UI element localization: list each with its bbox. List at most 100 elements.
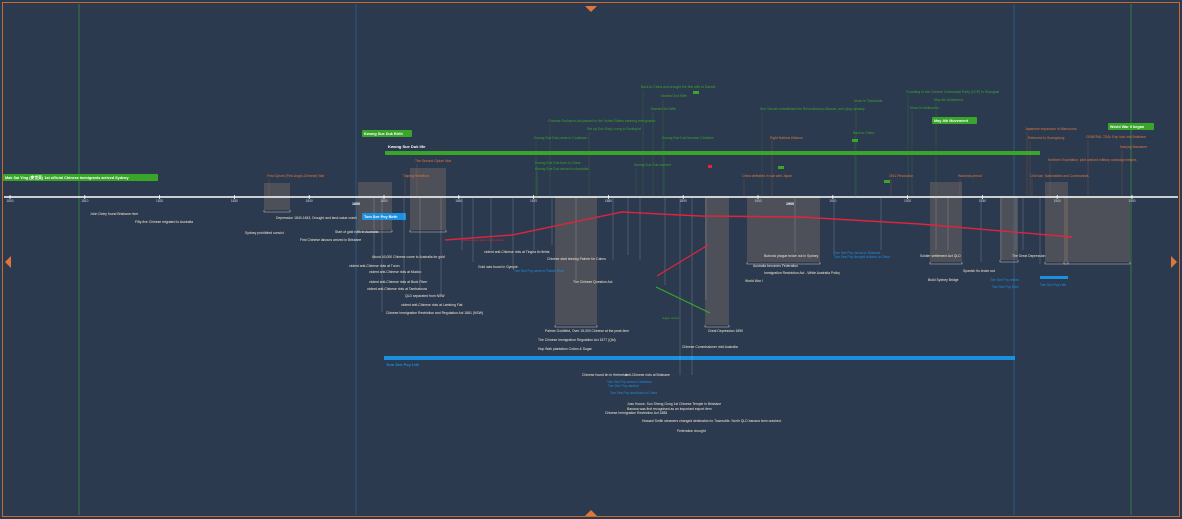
event-below-label[interactable]: Chinese Immigration Restriction and Regu… bbox=[386, 311, 483, 315]
event-tag[interactable] bbox=[1108, 123, 1154, 130]
event-marker[interactable] bbox=[693, 91, 699, 94]
event-above-label[interactable]: Back to China and brought the first wife… bbox=[641, 85, 716, 89]
event-above-label[interactable]: The Second Opium War bbox=[415, 159, 452, 163]
life-bar[interactable] bbox=[384, 356, 1015, 360]
event-above-label[interactable]: Chinese Exclusion Act passed in the Unit… bbox=[548, 119, 656, 123]
life-bar-label[interactable]: Kwong Sue Duk life bbox=[388, 144, 426, 149]
event-above-label[interactable]: GENERAL TSAI: Exp lock into Brisbane bbox=[1086, 135, 1146, 139]
event-above-label[interactable]: Kwong Sue Duk came to Cooktown bbox=[534, 136, 587, 140]
event-below-label[interactable]: Fifty-five Chinese migrated to Australia bbox=[135, 220, 193, 224]
scroll-down-arrow-icon[interactable] bbox=[585, 510, 597, 516]
event-below-label[interactable]: Depression 1840-1843, Drought and land-v… bbox=[276, 216, 357, 220]
event-marker[interactable] bbox=[708, 165, 712, 168]
event-above-label[interactable]: Kwong Sue Duk born in China bbox=[535, 161, 581, 165]
event-below-label[interactable]: Gold was found in Gympie bbox=[478, 265, 518, 269]
event-below-label[interactable]: Palmer Goldfield, Over 15,000 Chinese at… bbox=[545, 329, 629, 333]
scroll-left-arrow-icon[interactable] bbox=[5, 256, 11, 268]
event-tag[interactable] bbox=[362, 130, 412, 137]
event-above-label[interactable]: Kwong Sue Duk married bbox=[634, 163, 671, 167]
event-below-label[interactable]: Chinese found tin in Herberton bbox=[582, 373, 628, 377]
event-below-label[interactable]: Bubonic plague broke out in Sydney bbox=[764, 254, 819, 258]
event-below-label[interactable]: Australia becomes Federation bbox=[753, 264, 798, 268]
blue-event-label[interactable]: Tom See Poy arrived Cooktown bbox=[607, 380, 652, 384]
event-below-label[interactable]: Spanish flu broke out bbox=[963, 269, 995, 273]
event-above-label[interactable]: May 4th Movement bbox=[934, 98, 963, 102]
event-below-label[interactable]: Chinese Immigration Restriction Act 1888 bbox=[605, 411, 667, 415]
event-below-label[interactable]: The Chinese Immigration Regulation Act 1… bbox=[538, 338, 616, 342]
event-tag[interactable] bbox=[3, 174, 158, 181]
event-below-label[interactable]: First Chinese labours arrived in Brisban… bbox=[300, 238, 361, 242]
event-below-label[interactable]: violent anti-Chinese riots at Tambaroora bbox=[367, 287, 427, 291]
blue-event-label[interactable]: Tom See Poy's life bbox=[1040, 283, 1066, 287]
event-below-label[interactable]: Start of gold rush in Australia bbox=[335, 230, 378, 234]
event-below-label[interactable]: Build Sydney Bridge bbox=[928, 278, 959, 282]
event-below-label[interactable]: QLD separated from NSW bbox=[405, 294, 445, 298]
event-below-label[interactable]: Soldier settlement Act QLD bbox=[920, 254, 961, 258]
event-above-label[interactable]: Set up Sun Sing Loong in Southport bbox=[587, 127, 641, 131]
event-below-label[interactable]: The Great Depression bbox=[1012, 254, 1045, 258]
event-above-label[interactable]: Married 3rd Wife bbox=[651, 107, 676, 111]
blue-event-label[interactable]: Tom See Poy moved to Brisbane bbox=[834, 251, 881, 255]
event-above-label[interactable]: Move to Melbourne bbox=[910, 106, 939, 110]
event-above-label[interactable]: 1911 Revolution bbox=[889, 174, 913, 178]
event-marker[interactable] bbox=[884, 180, 890, 183]
event-below-label[interactable]: violent anti-Chinese riots at Turon bbox=[349, 264, 400, 268]
event-below-label[interactable]: Great Depression 1890 bbox=[708, 329, 743, 333]
life-bar-label[interactable]: Tom See Poy Life bbox=[386, 362, 420, 367]
event-above-label[interactable]: Taiping Rebellion bbox=[403, 174, 429, 178]
event-above-label[interactable]: Back to China bbox=[853, 131, 874, 135]
event-below-label[interactable]: Anti-Chinese riots at Brisbane bbox=[625, 373, 670, 377]
event-tag-label[interactable]: Mak Sai Ying (麥世英) 1st official Chinese … bbox=[5, 175, 130, 180]
event-above-label[interactable]: Nanjing Massacre bbox=[1120, 145, 1147, 149]
blue-event-label[interactable]: Tom See Poy married bbox=[608, 384, 639, 388]
event-below-label[interactable]: John Oxley found Brisbane river bbox=[90, 212, 139, 216]
sugar-output-label[interactable]: Sugar output bbox=[662, 316, 679, 320]
event-tag-label[interactable]: May 4th Movement bbox=[934, 119, 969, 123]
event-above-label[interactable]: Returned to Guangdong bbox=[1028, 136, 1064, 140]
blue-event-label[interactable]: Tom See Poy went back to China bbox=[610, 391, 657, 395]
event-above-label[interactable]: China defeated in war with Japan bbox=[742, 174, 792, 178]
blue-event-label[interactable]: Tom See Poy retired bbox=[990, 278, 1019, 282]
event-below-label[interactable]: violent anti-Chinese riots at Lambing Fl… bbox=[401, 303, 462, 307]
event-above-label[interactable]: Move to Townsville bbox=[854, 99, 883, 103]
blue-event-label[interactable]: Tom See Poy Brought children to China bbox=[834, 255, 890, 259]
event-above-label[interactable]: Founding of the Chinese Communist Party … bbox=[906, 90, 999, 94]
event-above-label[interactable]: Civil war: Nationalists and Communists bbox=[1030, 174, 1089, 178]
population-line-label[interactable]: Chinese population in Australia bbox=[462, 238, 504, 242]
event-above-label[interactable]: Eight Nations Alliance bbox=[770, 136, 803, 140]
event-below-label[interactable]: Banana was first recognised as an import… bbox=[627, 407, 712, 411]
event-below-label[interactable]: Hop Wah plantation Cotton & Sugar bbox=[538, 347, 593, 351]
event-below-label[interactable]: violent anti-Chinese riots at Mudoo bbox=[369, 270, 421, 274]
event-below-label[interactable]: Chinese start leaving Palmer for Cairns bbox=[547, 257, 606, 261]
event-above-label[interactable]: Sun Yat-sen established the Revolutionar… bbox=[760, 107, 865, 111]
event-marker[interactable] bbox=[778, 166, 784, 169]
sugar-output-line[interactable] bbox=[655, 286, 711, 314]
life-bar-segment[interactable] bbox=[1040, 276, 1068, 279]
event-above-label[interactable]: Kwong Sue Duk became Christian bbox=[662, 136, 714, 140]
event-below-label[interactable]: violent anti-Chinese riots at Buck River bbox=[369, 280, 428, 284]
event-above-label[interactable]: First Opium (First Anglo-Chinese) War bbox=[267, 174, 325, 178]
event-tag-label[interactable]: Kwong Sue Duk Birth bbox=[364, 132, 403, 136]
event-tag-label[interactable]: Tom See Poy Birth bbox=[364, 215, 398, 219]
event-below-label[interactable]: About 40,000 Chinese come to Australia f… bbox=[372, 255, 445, 259]
blue-event-label[interactable]: Tom See Poy came to Palmer River bbox=[514, 269, 565, 273]
event-above-label[interactable]: Kwong Sue Duk arrived to Australia bbox=[535, 167, 588, 171]
event-below-label[interactable]: Sydney prohibited convict bbox=[245, 231, 284, 235]
event-below-label[interactable]: Federation drought bbox=[677, 429, 706, 433]
event-above-label[interactable]: Northern Expedition: joint warlord milit… bbox=[1048, 158, 1137, 162]
life-bar[interactable] bbox=[385, 151, 1040, 155]
blue-event-label[interactable]: Tom See Poy Died bbox=[992, 285, 1019, 289]
event-below-label[interactable]: Immigration Restriction Act - White Aust… bbox=[764, 271, 840, 275]
event-below-label[interactable]: Joss House, Sun Sheng Gong 1st Chinese T… bbox=[627, 402, 721, 406]
event-below-label[interactable]: violent anti-Chinese riots at Tingha tin… bbox=[484, 250, 550, 254]
event-below-label[interactable]: Chinese Commissioner visit Australia bbox=[682, 345, 738, 349]
population-segment[interactable] bbox=[656, 244, 709, 277]
event-below-label[interactable]: Howard Smith steamers changed destinatio… bbox=[642, 419, 782, 423]
event-below-label[interactable]: The Chinese Question Act bbox=[573, 280, 612, 284]
scroll-up-arrow-icon[interactable] bbox=[585, 6, 597, 12]
event-tag[interactable] bbox=[932, 117, 977, 124]
event-above-label[interactable]: Warlords period bbox=[958, 174, 982, 178]
event-marker[interactable] bbox=[852, 139, 858, 142]
